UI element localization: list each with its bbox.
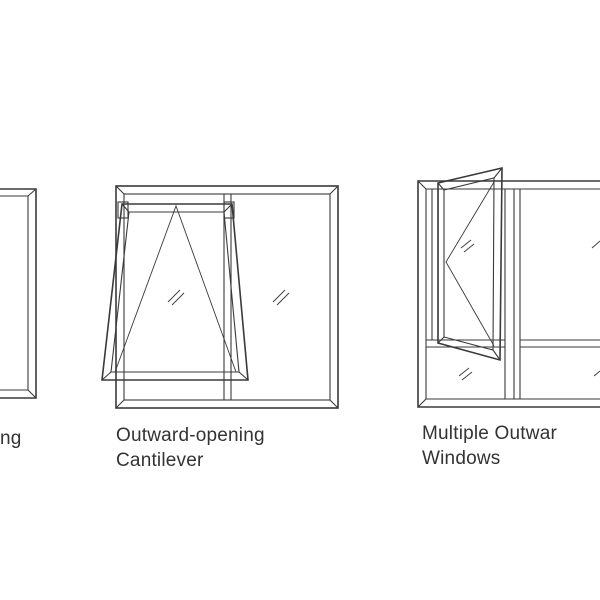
label-left-partial: ng [0, 428, 22, 449]
glass-mark-icon [167, 289, 185, 306]
label-multiple-line1: Multiple Outwar [422, 423, 557, 444]
window-left-partial [0, 188, 37, 399]
glass-mark-icon [591, 240, 600, 249]
label-cantilever-line1: Outward-opening [116, 425, 265, 446]
window-multiple [417, 166, 600, 408]
glass-mark-icon [593, 370, 600, 377]
glass-mark-icon [460, 239, 475, 253]
glass-mark-icon [458, 367, 473, 381]
label-cantilever-line2: Cantilever [116, 450, 204, 471]
glass-mark-icon [272, 289, 290, 306]
window-cantilever [101, 185, 339, 409]
label-multiple-line2: Windows [422, 448, 501, 469]
